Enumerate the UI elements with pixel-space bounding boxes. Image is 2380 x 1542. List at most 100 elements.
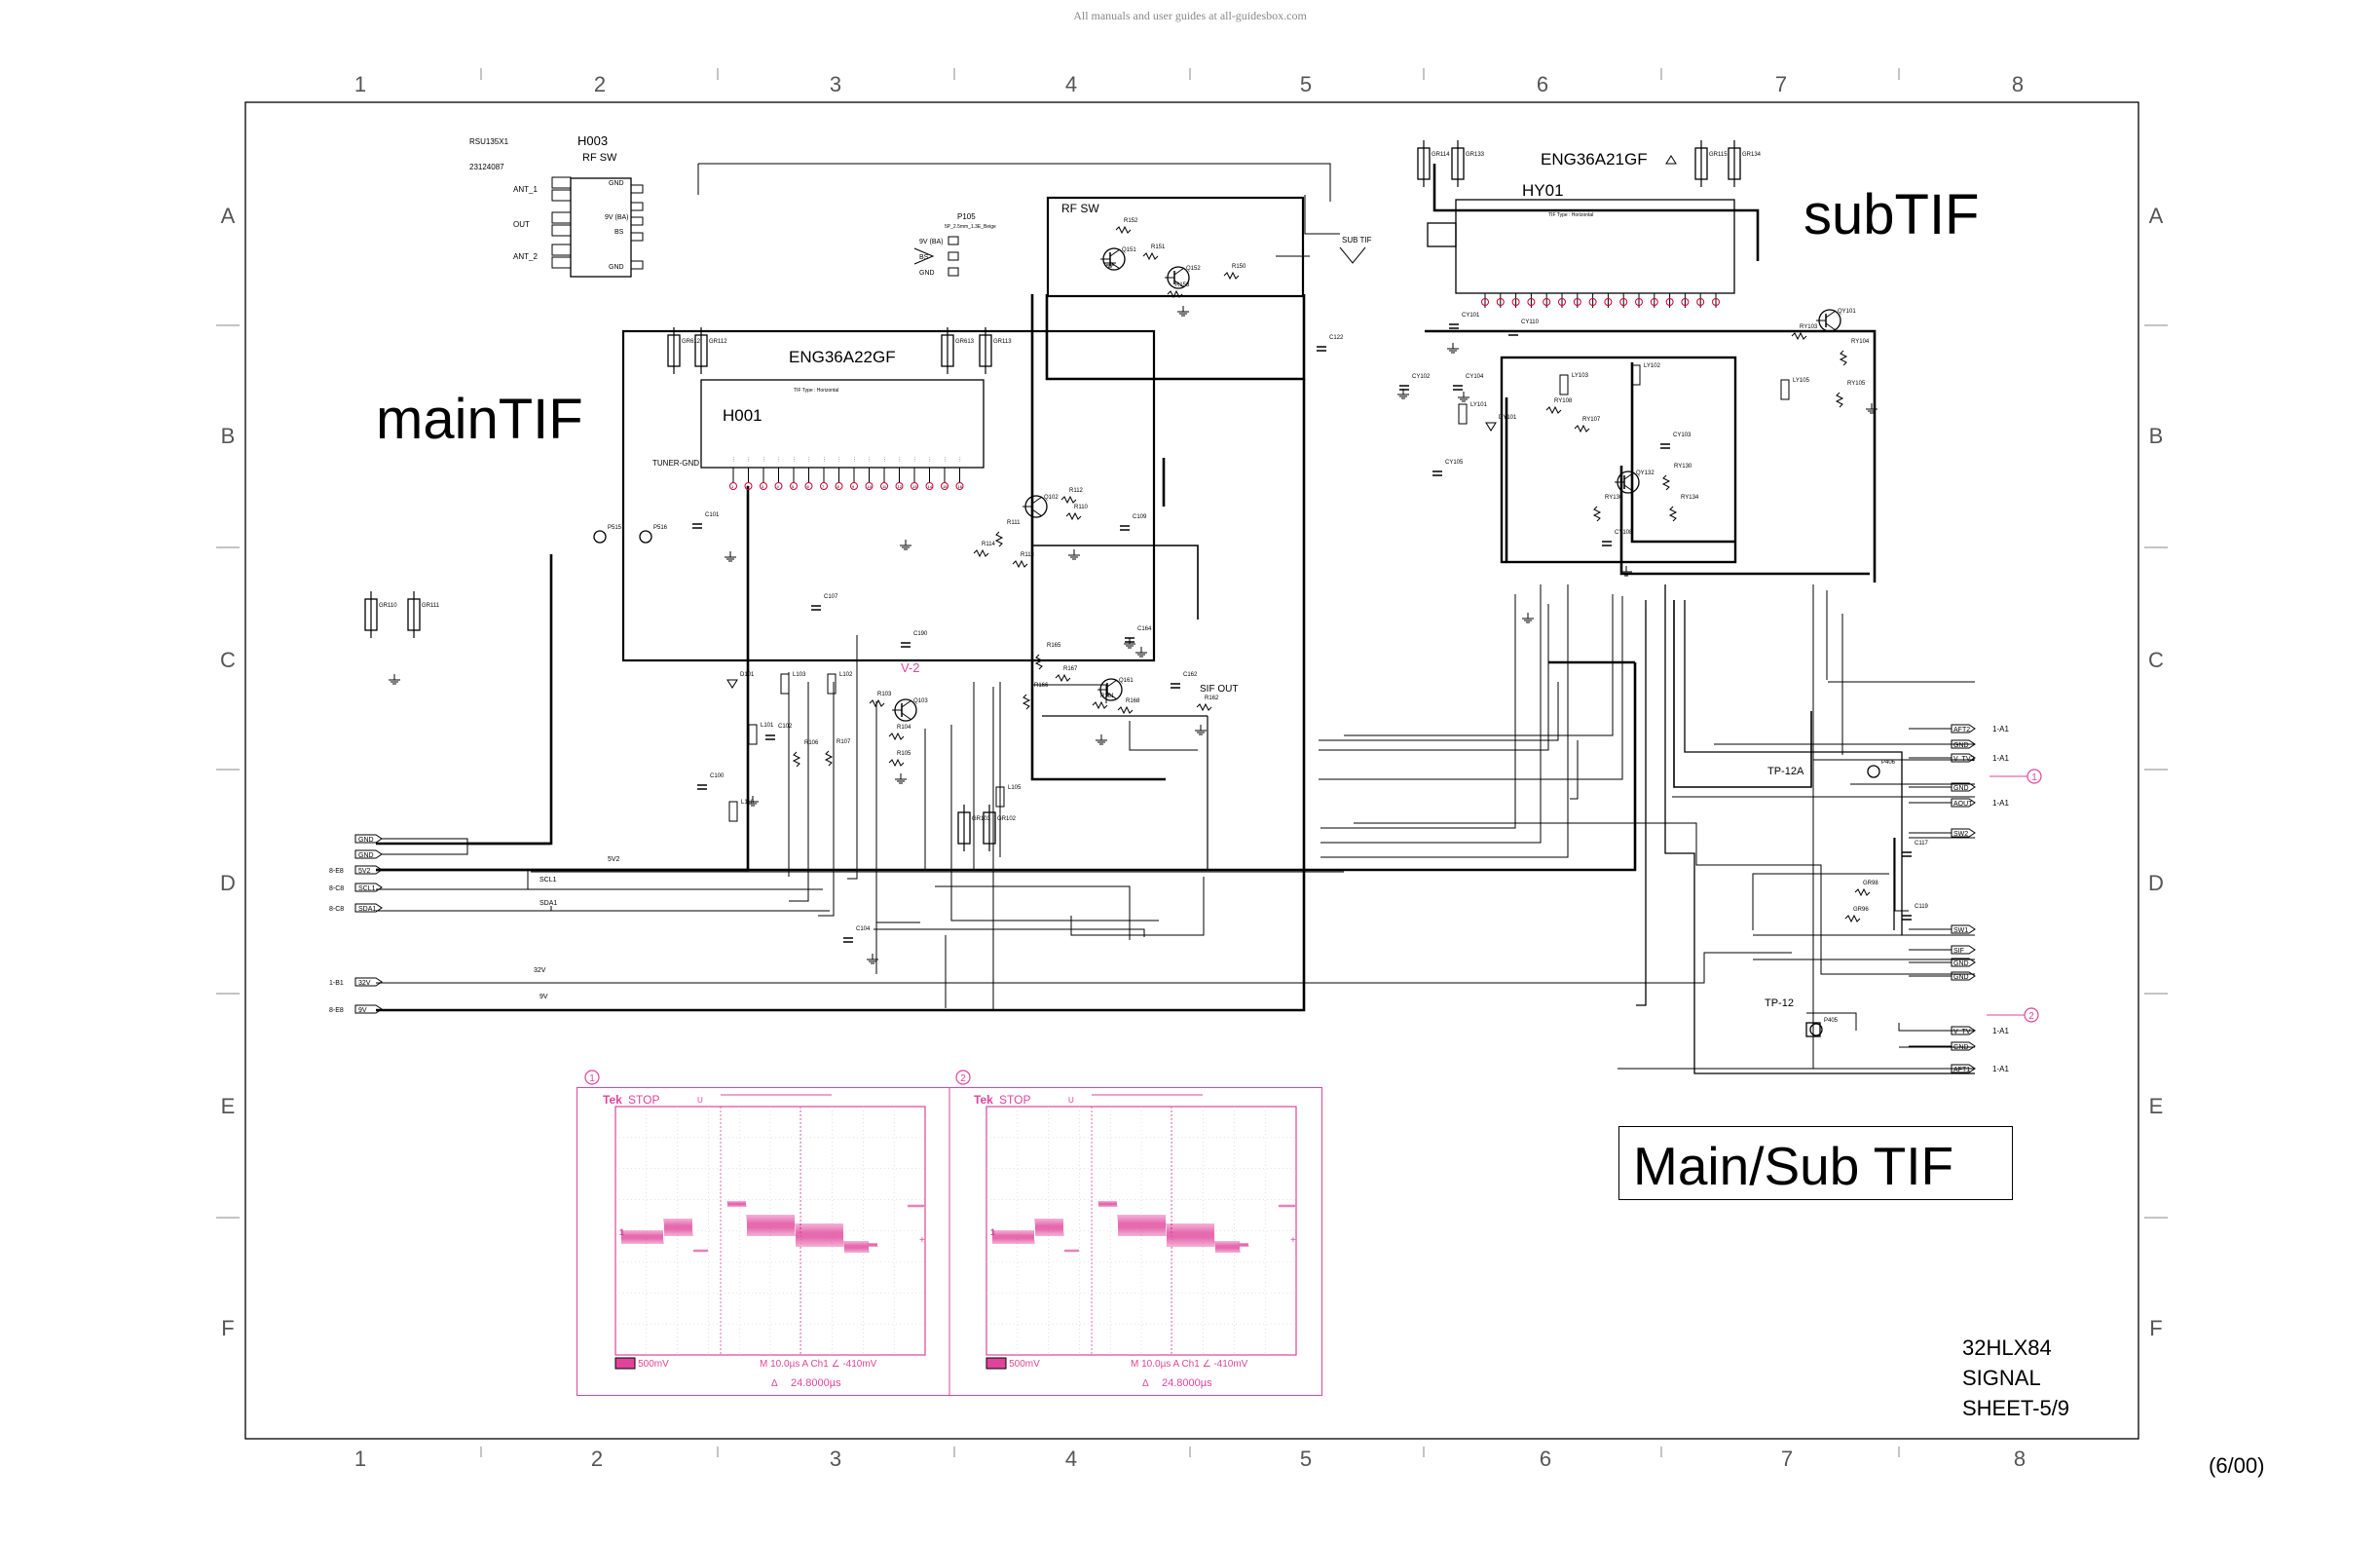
component-l101: L101 — [748, 723, 774, 745]
h001-pin-number: 16 — [958, 484, 963, 489]
resistor-symbol — [1196, 702, 1212, 712]
row-letter-left: F — [221, 1316, 234, 1340]
rf-sw-pin: BS — [919, 254, 929, 261]
resistor-symbol — [792, 751, 801, 768]
h001-pin — [804, 482, 813, 490]
ground-symbol — [1866, 403, 1878, 414]
transistor-symbol — [1165, 266, 1190, 289]
ground-symbol — [1458, 392, 1469, 402]
main-bus-5v2 — [376, 662, 1637, 872]
component-c190: C190 — [901, 631, 928, 648]
resistor-symbol — [824, 750, 834, 767]
inductor-symbol — [728, 801, 738, 822]
component-ref: C107 — [824, 594, 838, 600]
component-ref: LY105 — [1793, 378, 1810, 384]
row-letter-left: A — [221, 204, 236, 228]
resistor-symbol — [1167, 289, 1183, 299]
inductor-symbol — [1559, 374, 1569, 395]
h003-pin — [630, 232, 644, 242]
sub-tif-out — [1304, 195, 1340, 235]
transistor-lead — [1825, 310, 1837, 319]
connector-pin: 9V — [358, 1007, 367, 1014]
connector-pin: SDA1 — [358, 906, 376, 913]
h001-pin-name: ··· — [898, 457, 904, 462]
h001-pin-number: 12 — [898, 484, 903, 489]
connector-pin: V_TV2 — [1953, 756, 1975, 763]
h001-pin — [911, 482, 918, 490]
component-ref: Q102 — [1044, 495, 1059, 501]
waveform-segment — [746, 1214, 796, 1237]
sheet-title-box: Main/Sub TIF — [1618, 1126, 2013, 1200]
sub-tif-feed — [698, 163, 1331, 202]
sif-wire — [1129, 721, 1198, 751]
row-letter-left: B — [221, 424, 236, 448]
h001-pin-number: 2 — [747, 484, 750, 489]
component-ref: L110 — [741, 800, 755, 806]
component-ref: GR613 — [955, 339, 975, 345]
component-ref: RY136 — [1605, 495, 1623, 501]
inductor-symbol — [1780, 379, 1790, 400]
column-number-top: 4 — [1065, 72, 1077, 96]
resistor-symbol — [1791, 331, 1807, 341]
main-tif-label: mainTIF — [376, 388, 583, 451]
component-ref: C164 — [1137, 626, 1152, 632]
waveform-segment — [1097, 1200, 1118, 1208]
component-ref: C117 — [1915, 841, 1929, 846]
h001-pin — [774, 482, 783, 490]
ground-symbol — [1620, 566, 1632, 577]
component-ref: R114 — [982, 542, 996, 547]
connector-ref: 1-B1 — [329, 980, 344, 987]
component-ref: LY102 — [1644, 363, 1661, 369]
capacitor-symbol — [843, 937, 853, 943]
component-ref: R167 — [1063, 666, 1078, 672]
transistor-lead — [1031, 508, 1043, 517]
resistor-symbol — [1117, 705, 1134, 715]
connector-flag — [354, 1004, 383, 1014]
component-ref: C104 — [856, 926, 871, 932]
hy01-pin — [1650, 298, 1658, 306]
ground-symbol — [1096, 734, 1107, 745]
capacitor-symbol — [1660, 443, 1670, 449]
trigger-marker: + — [919, 1235, 925, 1246]
waveform-segment — [726, 1200, 747, 1208]
h001-pin-number: 10 — [868, 484, 873, 489]
delta-label: Δ — [771, 1378, 778, 1389]
sig-wire — [1344, 594, 1614, 736]
scope-brand: Tek — [974, 1093, 993, 1107]
component-ref: GR98 — [1863, 881, 1878, 886]
component-ref: GR111 — [422, 603, 440, 609]
h001-pin-number: 1 — [731, 484, 734, 489]
resistor-symbol — [888, 758, 905, 768]
h003-name: RF SW — [582, 152, 617, 164]
component-c122: C122 — [1317, 335, 1344, 352]
component-ref: R107 — [837, 739, 851, 745]
component-r110: R110 — [1065, 505, 1089, 521]
connector-pin: GND — [1953, 785, 1969, 792]
resistor-symbol — [1223, 271, 1240, 281]
waveform-segment — [907, 1204, 925, 1208]
ground-symbol — [1177, 306, 1189, 317]
ground-symbol — [1104, 257, 1116, 268]
resistor-zigzag — [1223, 271, 1240, 281]
hy01-pin — [1665, 298, 1674, 306]
component-c101: C101 — [692, 512, 720, 529]
sig-wire — [1570, 740, 1579, 800]
scl1-wire — [376, 869, 529, 890]
component-qy101: QY101 — [1816, 309, 1856, 332]
rf-sw-frame — [1046, 196, 1305, 298]
component-cy101: CY101 — [1449, 313, 1480, 329]
sig-wire — [1806, 1012, 1857, 1031]
scope-timebase: M 10.0µs A Ch1 ∠ -410mV — [1131, 1359, 1248, 1370]
column-number-top: 8 — [2012, 72, 2024, 96]
component-c109: C109 — [1120, 514, 1147, 531]
tp12a-label: TP-12A — [1767, 766, 1804, 777]
resistor-zigzag — [1196, 702, 1212, 712]
connector-pin: 5V2 — [358, 868, 371, 875]
component-r150: R150 — [1223, 264, 1246, 281]
resistor-symbol — [1012, 559, 1028, 569]
hy01-pin — [1712, 298, 1720, 306]
